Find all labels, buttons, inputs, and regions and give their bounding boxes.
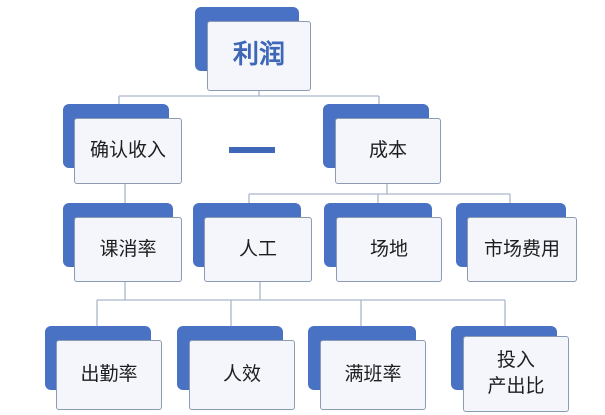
node-attendance-label: 出勤率 xyxy=(56,340,162,410)
node-root-label: 利润 xyxy=(207,21,311,91)
node-consumption-rate-label: 课消率 xyxy=(74,217,182,282)
minus-operator xyxy=(229,147,275,153)
node-efficiency-label: 人效 xyxy=(189,340,295,410)
node-labor-label: 人工 xyxy=(204,217,312,282)
node-marketing-label: 市场费用 xyxy=(467,217,577,282)
node-venue-label: 场地 xyxy=(336,217,442,282)
node-fullclass-label: 满班率 xyxy=(320,340,426,410)
connector-level3 xyxy=(96,282,506,328)
node-roi-label: 投入 产出比 xyxy=(463,336,569,412)
node-revenue-label: 确认收入 xyxy=(74,118,182,184)
connector-cost xyxy=(248,184,511,205)
node-cost-label: 成本 xyxy=(335,118,441,184)
